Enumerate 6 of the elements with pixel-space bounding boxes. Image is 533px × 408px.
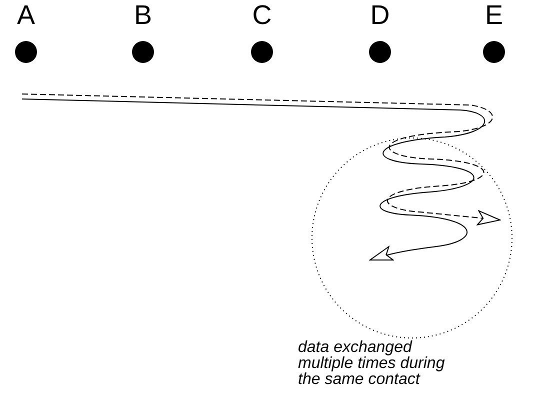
station-label: E	[484, 2, 504, 29]
caption-text: data exchanged multiple times during the same contact	[298, 340, 446, 388]
station-label: C	[251, 2, 273, 29]
station-label: A	[16, 2, 36, 29]
station-label: B	[132, 2, 153, 29]
station-label: D	[369, 2, 391, 29]
